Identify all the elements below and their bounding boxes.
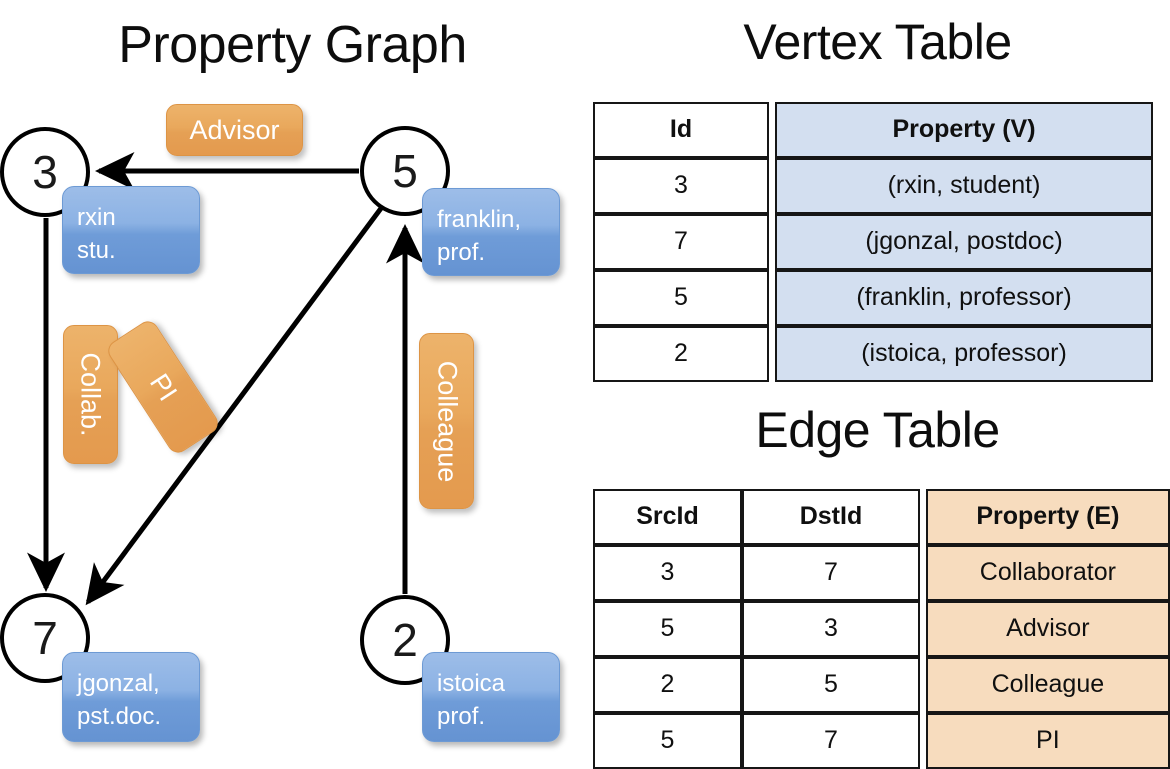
edge-5-to-7	[85, 205, 385, 606]
table-row: 2 5 Colleague	[593, 657, 1170, 713]
edge-table-cell-property: Advisor	[925, 601, 1170, 657]
graph-node-2-label: 2	[392, 614, 418, 666]
edge-table-cell-dstid: 7	[742, 545, 920, 601]
page-title-property-graph: Property Graph	[118, 16, 467, 74]
vertex-table-cell-property: (franklin, professor)	[775, 270, 1153, 326]
vertex-property-box-2: istoica prof.	[422, 652, 560, 742]
edge-table-cell-dstid: 3	[742, 601, 920, 657]
vertex-table-cell-id: 3	[593, 158, 769, 214]
edge-table-header-property: Property (E)	[925, 489, 1170, 545]
vertex-table-header-property: Property (V)	[775, 102, 1153, 158]
edge-label-advisor-text: Advisor	[189, 114, 280, 145]
vertex-property-box-5-line2: prof.	[437, 239, 486, 266]
table-row: 5 3 Advisor	[593, 601, 1170, 657]
vertex-table-cell-property: (istoica, professor)	[775, 326, 1153, 382]
vertex-table-cell-id: 5	[593, 270, 769, 326]
table-row: 3 7 Collaborator	[593, 545, 1170, 601]
vertex-property-box-3: rxin stu.	[62, 186, 200, 274]
edge-table-cell-dstid: 7	[742, 713, 920, 769]
edge-table: SrcId DstId Property (E) 3 7 Collaborato…	[593, 489, 1170, 769]
edge-label-pi-text: PI	[143, 367, 183, 406]
vertex-table-cell-property: (rxin, student)	[775, 158, 1153, 214]
edge-label-colleague: Colleague	[419, 333, 474, 509]
edge-label-colleague-text: Colleague	[432, 360, 462, 482]
vertex-table-header-row: Id Property (V)	[593, 102, 1153, 158]
vertex-property-box-3-line2: stu.	[77, 237, 116, 264]
edge-table-header-srcid: SrcId	[593, 489, 742, 545]
edge-table-header-row: SrcId DstId Property (E)	[593, 489, 1170, 545]
vertex-property-box-5-line1: franklin,	[437, 206, 522, 233]
edge-table-cell-srcid: 5	[593, 601, 742, 657]
vertex-property-box-2-line1: istoica	[437, 670, 506, 697]
vertex-table: Id Property (V) 3 (rxin, student) 7 (jgo…	[593, 102, 1153, 382]
edge-table-cell-srcid: 2	[593, 657, 742, 713]
vertex-property-box-7: jgonzal, pst.doc.	[62, 652, 200, 742]
edge-label-collab-text: Collab.	[76, 352, 107, 437]
table-row: 5 (franklin, professor)	[593, 270, 1153, 326]
vertex-table-cell-id: 7	[593, 214, 769, 270]
table-row: 2 (istoica, professor)	[593, 326, 1153, 382]
vertex-property-box-2-line2: prof.	[437, 703, 486, 730]
vertex-table-cell-property: (jgonzal, postdoc)	[775, 214, 1153, 270]
vertex-property-box-7-line1: jgonzal,	[77, 670, 160, 697]
edge-table-cell-property: PI	[925, 713, 1170, 769]
edge-table-cell-property: Collaborator	[925, 545, 1170, 601]
edge-table-cell-property: Colleague	[925, 657, 1170, 713]
graph-node-5-label: 5	[392, 145, 418, 197]
graph-node-5[interactable]: 5	[360, 126, 450, 216]
graph-node-2[interactable]: 2	[360, 595, 450, 685]
vertex-property-box-7-line2: pst.doc.	[77, 703, 162, 730]
edge-table-cell-dstid: 5	[742, 657, 920, 713]
vertex-property-box-3-line1: rxin	[77, 204, 116, 231]
page-title-edge-table: Edge Table	[755, 402, 1000, 458]
edge-table-cell-srcid: 3	[593, 545, 742, 601]
graph-edge-arrows	[26, 151, 425, 606]
vertex-table-header-id: Id	[593, 102, 769, 158]
edge-table-cell-srcid: 5	[593, 713, 742, 769]
table-row: 3 (rxin, student)	[593, 158, 1153, 214]
table-row: 7 (jgonzal, postdoc)	[593, 214, 1153, 270]
edge-label-advisor: Advisor	[166, 104, 303, 156]
property-graph-diagram: 3 5 7 2 rxin stu. franklin, prof. jgonza…	[0, 0, 585, 760]
graph-node-7-label: 7	[32, 612, 58, 664]
graph-node-3-label: 3	[32, 146, 58, 198]
table-row: 5 7 PI	[593, 713, 1170, 769]
edge-table-header-dstid: DstId	[742, 489, 920, 545]
page-title-vertex-table: Vertex Table	[743, 14, 1012, 70]
vertex-property-box-5: franklin, prof.	[422, 188, 560, 276]
vertex-table-cell-id: 2	[593, 326, 769, 382]
